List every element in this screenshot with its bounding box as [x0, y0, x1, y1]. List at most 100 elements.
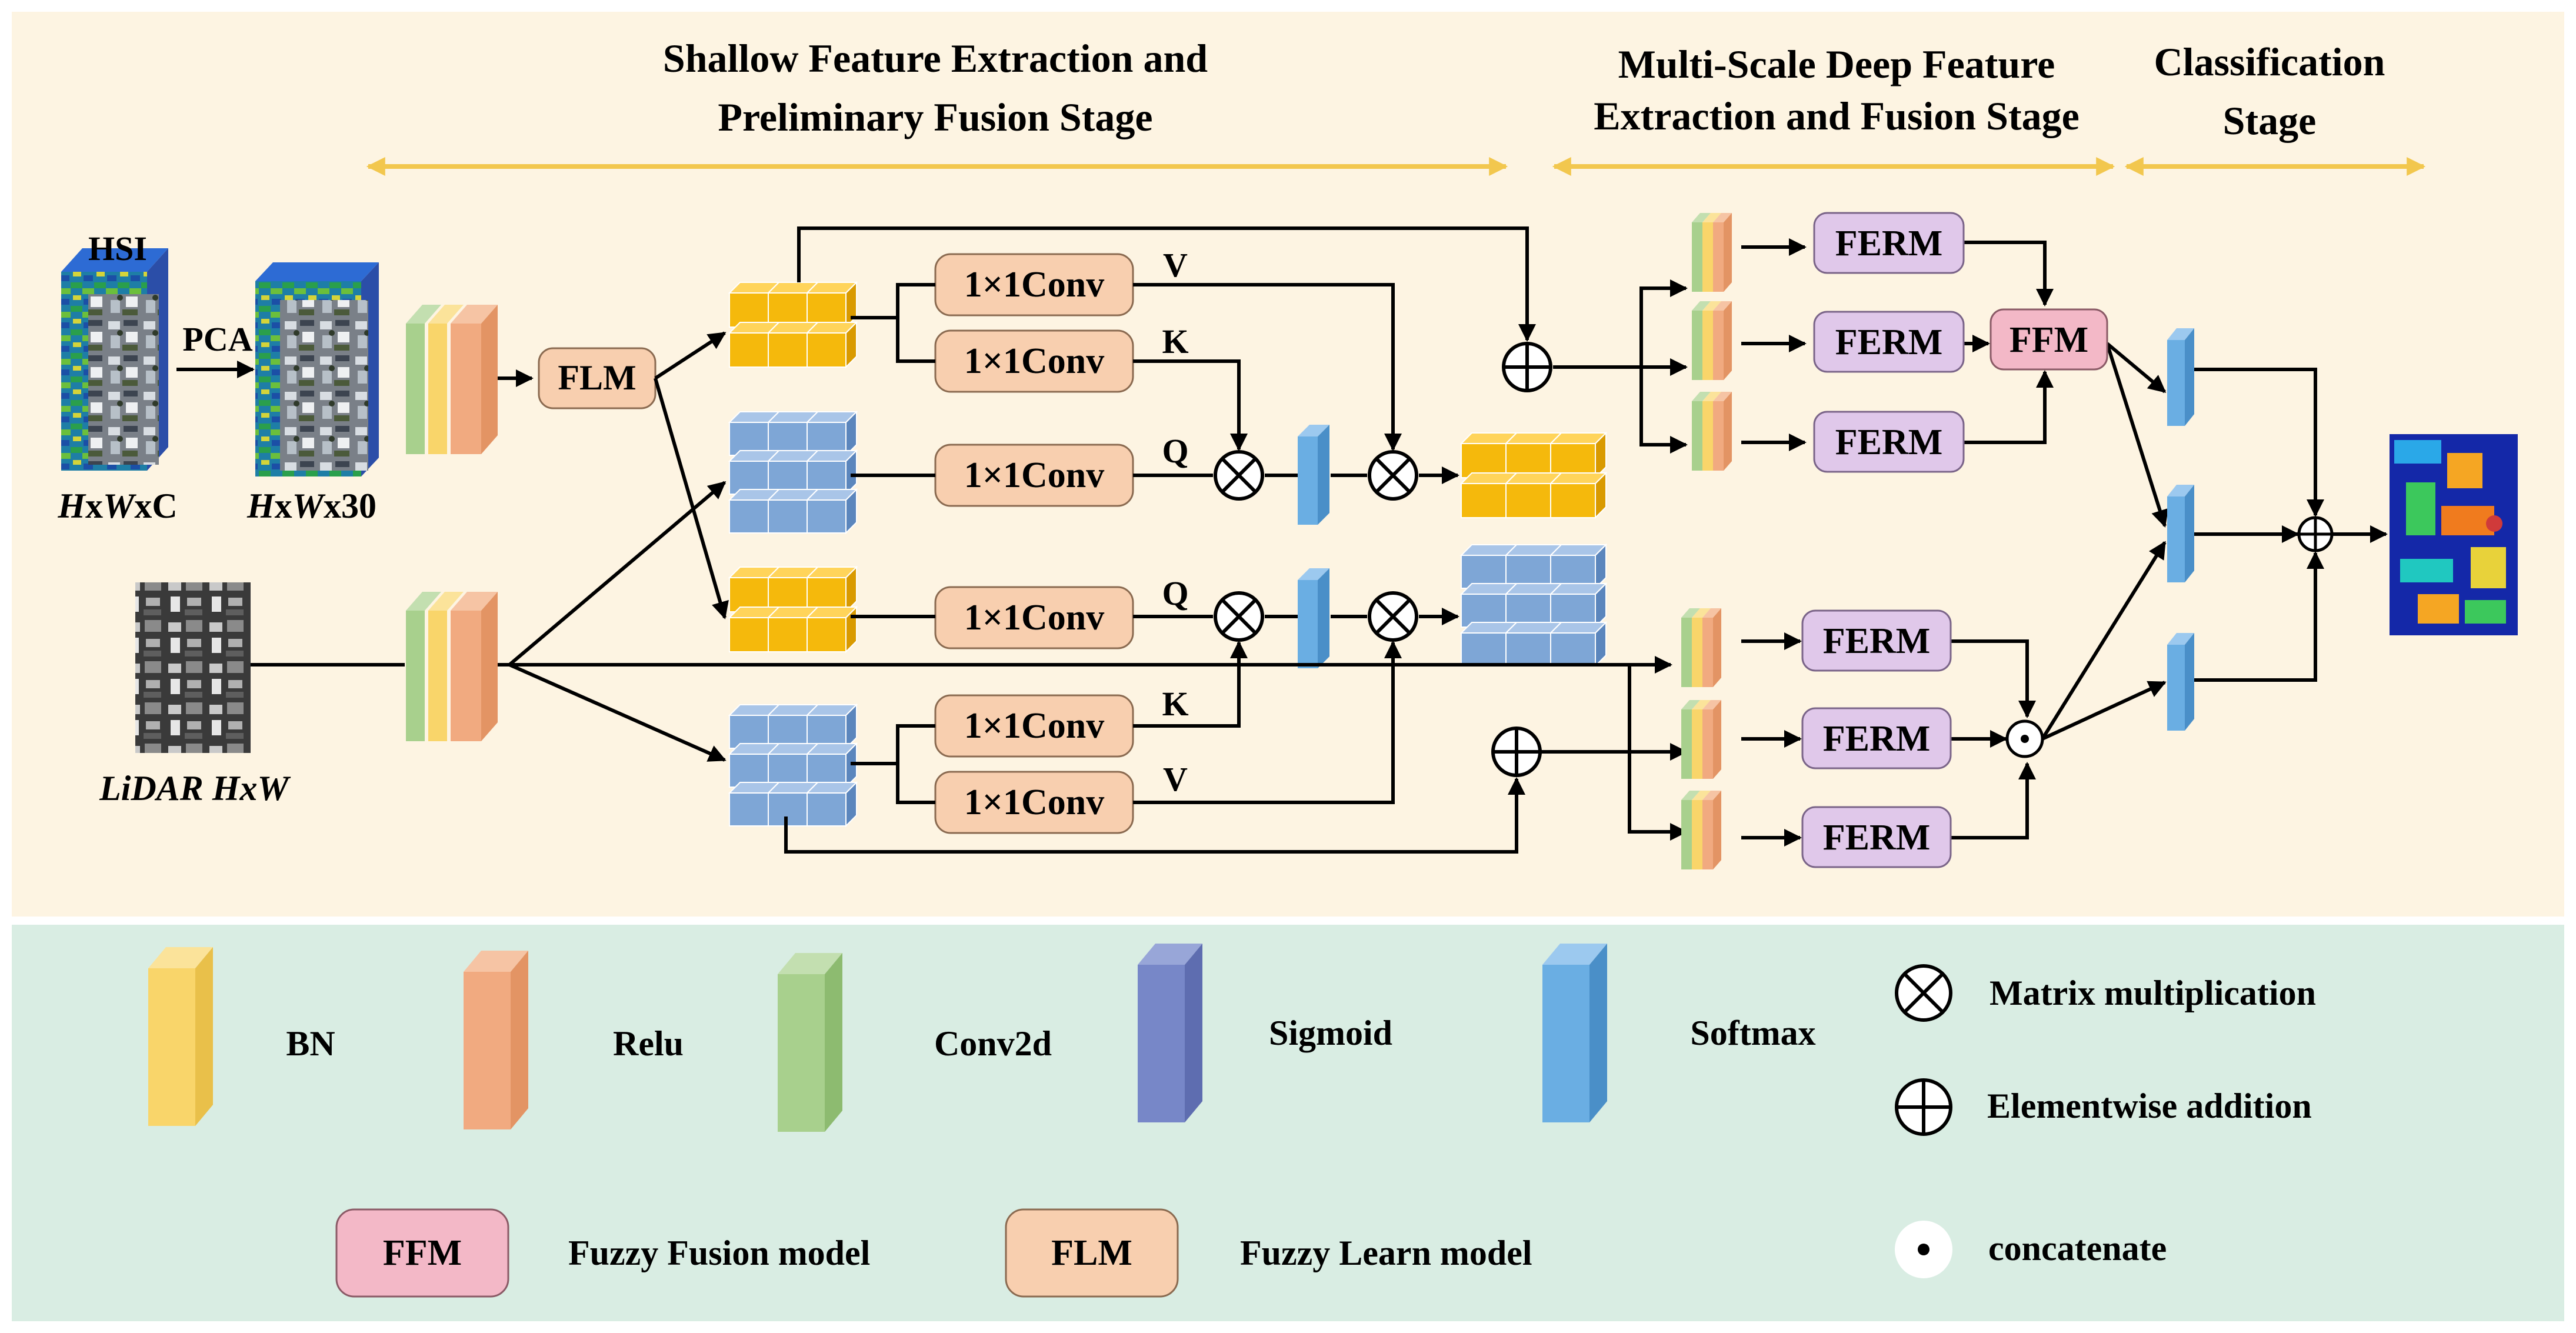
legend-bn-label: BN	[286, 1024, 335, 1063]
conv-box-k-bottom: 1×1Conv	[934, 694, 1134, 758]
hsi-dim-c: xC	[134, 486, 177, 525]
legend-flm-abbr: FLM	[1051, 1233, 1132, 1273]
flm-module-label: FLM	[558, 358, 636, 397]
legend-relu-swatch	[464, 951, 528, 1129]
letter-q-top: Q	[1162, 432, 1188, 470]
legend-sigmoid-label: Sigmoid	[1269, 1014, 1392, 1052]
concatenate-icon	[1895, 1221, 1952, 1278]
pca-label: PCA	[182, 320, 252, 358]
stage-title-classification-line2: Stage	[2223, 98, 2317, 143]
legend-ffm-desc: Fuzzy Fusion model	[568, 1234, 870, 1272]
softmax-bar-bottom	[1298, 568, 1329, 668]
layer-stack-icon	[1681, 791, 1721, 869]
pca-dim-30: x30	[324, 486, 376, 525]
ferm-module-6: FERM	[1801, 806, 1952, 868]
legend-conv2d-swatch	[778, 953, 842, 1132]
flm-module: FLM	[538, 347, 657, 409]
layer-stack-icon	[1692, 213, 1732, 292]
legend-flm-desc: Fuzzy Learn model	[1240, 1234, 1532, 1272]
legend-sigmoid-swatch	[1138, 944, 1202, 1122]
letter-k-bottom: K	[1162, 685, 1188, 723]
pca-dim-w: W	[292, 486, 326, 525]
conv-box-q-top-label: 1×1Conv	[964, 455, 1105, 495]
ferm-module-5: FERM	[1801, 707, 1952, 769]
hsi-conv-block	[406, 305, 498, 454]
conv-box-q-bottom: 1×1Conv	[934, 586, 1134, 649]
ferm-module-4-label: FERM	[1823, 621, 1931, 661]
ffm-module: FFM	[1990, 308, 2108, 371]
matrix-multiplication-icon	[1214, 591, 1264, 642]
matrix-multiplication-icon	[1895, 964, 1952, 1022]
classification-softmax-bar-3	[2167, 633, 2194, 731]
lidar-image-icon	[135, 582, 251, 753]
feature-cube-group	[728, 281, 1608, 828]
conv-box-q-top: 1×1Conv	[934, 444, 1134, 507]
letter-k-top: K	[1162, 322, 1188, 361]
letter-v-bottom: V	[1163, 760, 1188, 798]
stage-panel-background	[12, 12, 2564, 917]
conv-box-v-bottom-label: 1×1Conv	[964, 782, 1105, 822]
elementwise-addition-icon	[1502, 342, 1552, 392]
elementwise-addition-icon	[1491, 727, 1542, 777]
matrix-multiplication-icon	[1368, 591, 1418, 642]
ffm-module-label: FFM	[2010, 320, 2088, 360]
layer-stack-icon	[1692, 392, 1732, 471]
legend-ffm-abbr: FFM	[383, 1233, 462, 1273]
classification-softmax-bar-1	[2167, 328, 2194, 426]
feature-cube-icon	[728, 410, 858, 535]
matrix-multiplication-icon	[1368, 450, 1418, 501]
legend-add-label: Elementwise addition	[1987, 1087, 2312, 1125]
legend-bn-swatch	[148, 947, 213, 1126]
deep-feature-layer-stacks	[1681, 213, 1732, 869]
concatenate-icon	[2005, 719, 2044, 758]
ferm-module-4: FERM	[1801, 609, 1952, 672]
pca-cube-icon	[255, 262, 379, 476]
hsi-dim-x: x	[85, 486, 103, 525]
legend-softmax-swatch	[1542, 944, 1607, 1122]
lidar-label: LiDAR HxW	[99, 769, 291, 808]
softmax-bar-top	[1298, 425, 1329, 525]
pca-dim-x: x	[275, 486, 292, 525]
ferm-module-3: FERM	[1813, 411, 1965, 473]
elementwise-addition-icon	[2297, 516, 2334, 552]
feature-cube-icon	[728, 703, 858, 828]
conv-box-v-top: 1×1Conv	[934, 253, 1134, 316]
classification-map-icon	[2390, 434, 2518, 635]
feature-cube-icon	[1459, 543, 1608, 668]
conv-box-q-bottom-label: 1×1Conv	[964, 598, 1105, 638]
stage-title-shallow-line2: Preliminary Fusion Stage	[718, 95, 1152, 139]
ferm-module-2: FERM	[1813, 311, 1965, 373]
conv-box-v-top-label: 1×1Conv	[964, 265, 1105, 305]
ferm-module-5-label: FERM	[1823, 719, 1931, 759]
letter-q-bottom: Q	[1162, 574, 1188, 612]
pca-dim-h: H	[246, 486, 276, 525]
conv-box-k-top: 1×1Conv	[934, 329, 1134, 393]
ferm-module-1-label: FERM	[1835, 224, 1943, 264]
legend-matmul-label: Matrix multiplication	[1990, 974, 2316, 1012]
elementwise-addition-icon	[1895, 1078, 1952, 1136]
matrix-multiplication-icon	[1214, 450, 1264, 501]
letter-v-top: V	[1163, 246, 1188, 284]
classification-softmax-bar-2	[2167, 485, 2194, 582]
legend-conv2d-label: Conv2d	[934, 1024, 1052, 1063]
hsi-dims-label: HxWxC	[57, 486, 177, 525]
stage-title-shallow-line1: Shallow Feature Extraction and	[663, 36, 1208, 81]
lidar-conv-block	[406, 592, 498, 741]
layer-stack-icon	[1681, 608, 1721, 687]
legend-ffm-swatch: FFM	[335, 1208, 509, 1298]
legend-softmax-label: Softmax	[1690, 1014, 1815, 1052]
feature-cube-icon	[728, 281, 858, 369]
hsi-cube-icon	[61, 248, 168, 471]
layer-stack-icon	[1692, 301, 1732, 380]
legend-relu-label: Relu	[613, 1024, 684, 1063]
ferm-module-2-label: FERM	[1835, 322, 1943, 362]
stage-title-classification-line1: Classification	[2154, 39, 2385, 84]
hsi-dim-h: H	[57, 486, 86, 525]
hsi-dim-w: W	[103, 486, 136, 525]
pca-dims-label: HxWx30	[246, 486, 376, 525]
layer-stack-icon	[1681, 700, 1721, 779]
stage-title-deep-line2: Extraction and Fusion Stage	[1594, 94, 2080, 138]
stage-title-deep-line1: Multi-Scale Deep Feature	[1618, 42, 2055, 86]
ferm-module-3-label: FERM	[1835, 422, 1943, 462]
